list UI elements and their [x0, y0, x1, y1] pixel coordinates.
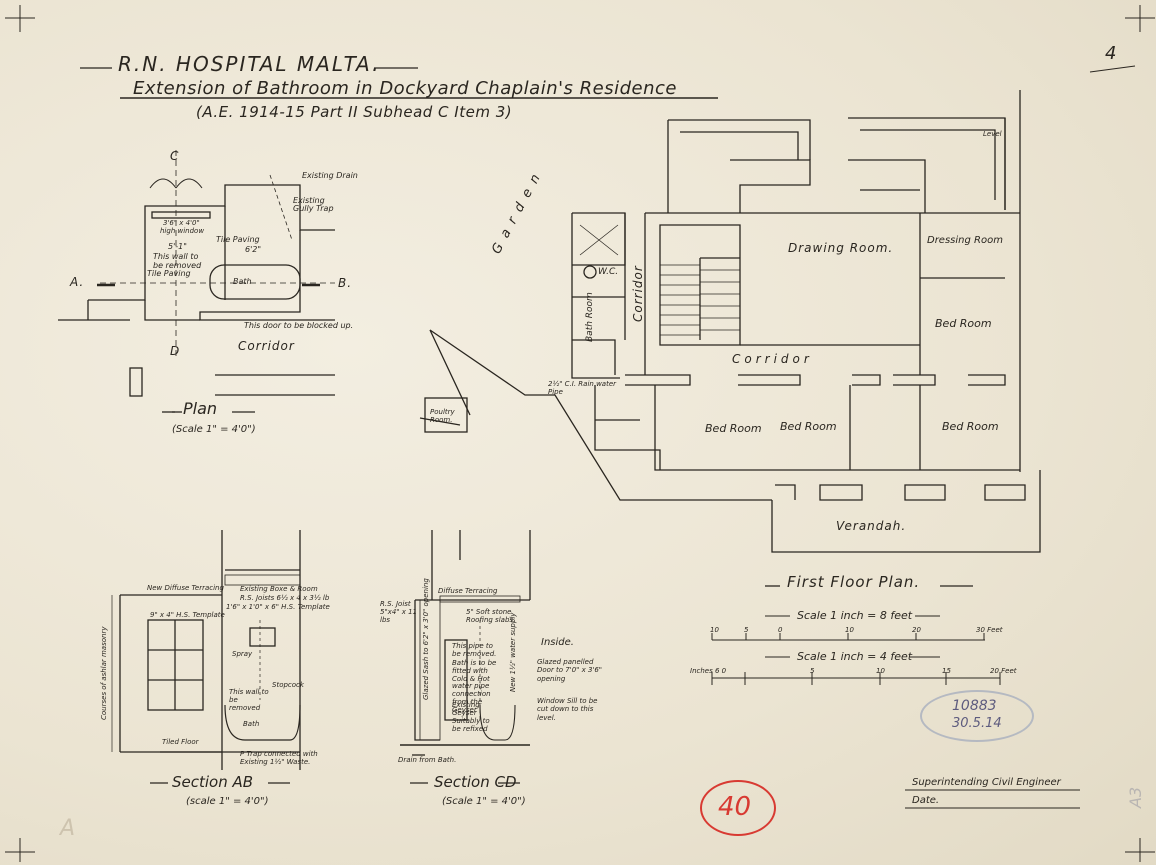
cd-drain-from-bath: Drain from Bath. [398, 756, 457, 764]
corner-mark-bottom-left: A [60, 816, 76, 841]
room-bath-room: Bath Room [585, 292, 595, 342]
sheet-mark: 4 [1105, 43, 1117, 64]
label-window-size: 3'6" x 4'0" [163, 219, 200, 227]
room-bed-room-3: Bed Room [942, 420, 999, 433]
cd-glazed-door: Glazed panelled Door to 7'0" x 3'6" open… [537, 658, 603, 683]
room-verandah: Verandah. [836, 519, 907, 533]
room-corridor-vertical: Corridor [631, 265, 645, 322]
ab-wall-removed: This wall to be removed [229, 688, 269, 713]
label-existing-gully-trap: Existing Gully Trap [293, 196, 334, 213]
label-door-blocked: This door to be blocked up. [244, 321, 354, 330]
section-marker-b: B. [338, 276, 353, 290]
cd-existing-geyser: Existing Geyser Suitably to be refixed [452, 701, 490, 734]
ab-courses: Courses of ashlar masonry [100, 626, 108, 721]
registration-crosses [5, 5, 1155, 862]
cd-new-water-pipe: New 1½" water supply [509, 612, 517, 692]
label-bath: Bath [233, 277, 252, 286]
ab-stopcock: Stopcock [272, 681, 304, 689]
signature-date: Date. [912, 795, 940, 806]
ab-existing-room: Existing Boxe & Room [240, 585, 318, 593]
drawing-reference: (A.E. 1914-15 Part II Subhead C Item 3) [196, 103, 513, 121]
scale-4ft-tick: 5 [810, 667, 815, 675]
red-sheet-number: 40 [700, 780, 776, 836]
bathroom-plan-lines [58, 150, 335, 413]
scale-8ft-tick: 10 [845, 626, 854, 634]
room-bed-room-right: Bed Room [935, 317, 992, 330]
ab-hs-template-2: 9" x 4" H.S. Template [150, 611, 225, 619]
cd-soft-stone: 5" Soft stone Roofing slabs. [466, 608, 516, 625]
room-bed-room-1: Bed Room [705, 422, 762, 435]
room-poultry: Poultry Room. [430, 408, 455, 425]
scale-4ft-tick: 15 [942, 667, 951, 675]
scale-8ft-tick: 30 Feet [976, 626, 1003, 634]
room-wc: W.C. [598, 267, 619, 277]
plan-heading: Plan [183, 399, 218, 418]
ab-tiled-floor: Tiled Floor [162, 738, 199, 746]
room-dressing-room: Dressing Room [927, 235, 1003, 246]
room-bed-room-2: Bed Room [780, 420, 837, 433]
label-wall-removed: This wall to be removed [153, 252, 202, 271]
ab-new-diffuse: New Diffuse Terracing [147, 584, 224, 592]
room-corridor-horizontal: Corridor [732, 352, 813, 366]
scale-bars [711, 615, 1001, 685]
scale-8ft-tick: 0 [778, 626, 783, 634]
section-marker-c: C [170, 149, 180, 163]
scale-4ft-label: Scale 1 inch = 4 feet [797, 650, 913, 663]
ab-p-trap: P Trap connected with Existing 1½" Waste… [240, 750, 318, 767]
section-cd-scale: (Scale 1" = 4'0") [442, 796, 526, 807]
cd-inside: Inside. [541, 637, 574, 648]
cd-window-sill: Window Sill to be cut down to this level… [537, 697, 598, 722]
first-floor-plan-lines [419, 90, 1041, 553]
corner-mark-right: A3 [1126, 786, 1145, 808]
section-ab-heading: Section AB [172, 773, 254, 791]
drawing-subtitle: Extension of Bathroom in Dockyard Chapla… [133, 78, 677, 99]
room-drawing-room: Drawing Room. [788, 241, 894, 255]
ab-bath: Bath [243, 720, 260, 728]
scale-8ft-tick: 10 [710, 626, 719, 634]
cd-rs-joist: R.S. Joist 5"x4" x 11 lbs [380, 600, 417, 625]
stamp-number: 10883 [952, 698, 997, 714]
plan-scale: (Scale 1" = 4'0") [172, 424, 256, 435]
label-level: Level [983, 130, 1002, 138]
stamp-date: 30.5.14 [952, 716, 1002, 731]
red-number-text: 40 [718, 792, 752, 822]
ab-rs-joists: R.S. Joists 6½ x 4 x 3½ lb [240, 594, 330, 602]
label-existing-drain: Existing Drain [302, 171, 358, 180]
ab-hs-template: 1'6" x 1'0" x 6" H.S. Template [226, 603, 330, 611]
ab-spray: Spray [232, 650, 253, 658]
section-cd-lines [400, 530, 531, 756]
cd-diffuse-terracing: Diffuse Terracing [438, 587, 498, 595]
first-floor-heading: First Floor Plan. [787, 573, 921, 591]
scale-8ft-tick: 5 [744, 626, 749, 634]
label-rain-water-pipe: 2½" C.I. Rain water Pipe [548, 380, 617, 397]
section-cd-heading: Section CD [434, 773, 517, 791]
cd-bath-fitted: Bath is to be fitted with Cold & Hot wat… [452, 659, 497, 714]
scale-4ft-tick: Inches 6 0 [690, 667, 727, 675]
label-dim-62: 6'2" [245, 245, 262, 254]
label-high-window: high window [160, 227, 205, 235]
office-stamp: 10883 30.5.14 [920, 690, 1034, 742]
label-tile-paving-2: Tile Paving [147, 269, 191, 278]
label-tile-paving-1: Tile Paving [216, 235, 260, 244]
drawing-title: R.N. HOSPITAL MALTA. [118, 52, 381, 76]
section-ab-lines [111, 530, 301, 770]
label-corridor-plan: Corridor [238, 339, 295, 353]
cd-pipe-removed: This pipe to be removed. [452, 642, 497, 659]
signature-title: Superintending Civil Engineer [912, 777, 1061, 788]
section-marker-a: A. [70, 275, 85, 289]
scale-8ft-tick: 20 [912, 626, 921, 634]
cd-glazed-sash: Glazed Sash to 6'2" x 3'0" opening [422, 578, 430, 700]
label-dim-51: 5'-1" [168, 242, 187, 251]
scale-8ft-label: Scale 1 inch = 8 feet [797, 609, 913, 622]
scale-4ft-tick: 20 Feet [990, 667, 1017, 675]
section-ab-scale: (scale 1" = 4'0") [186, 796, 269, 807]
scale-4ft-tick: 10 [876, 667, 885, 675]
section-marker-d: D [170, 344, 181, 358]
